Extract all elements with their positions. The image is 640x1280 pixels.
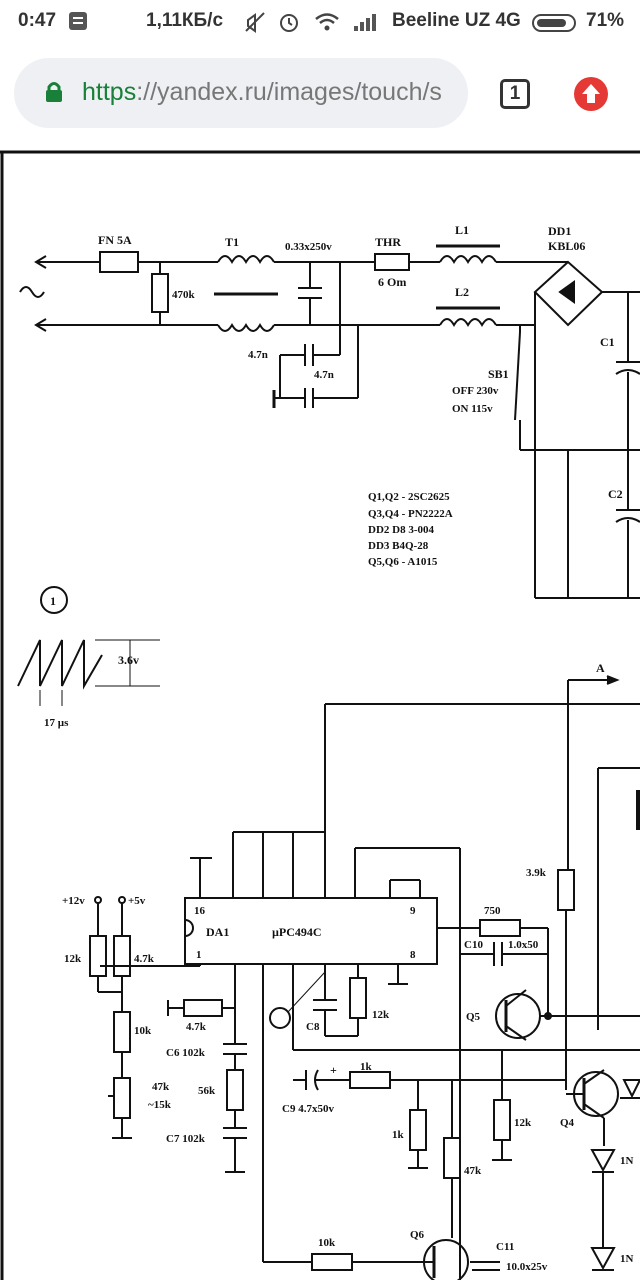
pin8: 8	[410, 949, 416, 961]
ic-label: µPC494C	[272, 925, 322, 939]
c10-value: 1.0x50	[508, 939, 539, 951]
tab-count: 1	[509, 83, 521, 104]
battery-icon	[532, 13, 580, 38]
pin9: 9	[410, 905, 416, 917]
clock: 0:47	[18, 10, 57, 31]
pin1: 1	[196, 949, 202, 961]
q4-label: Q4	[560, 1117, 575, 1129]
sb1-label: SB1	[488, 367, 509, 381]
address-bar[interactable]	[14, 58, 468, 128]
thr-label: THR	[375, 235, 401, 249]
r1k-a-label: 1k	[360, 1061, 373, 1073]
r12k-a-label: 12k	[64, 953, 82, 965]
l1-label: L1	[455, 223, 469, 237]
parts-5: Q5,Q6 - A1015	[368, 556, 438, 568]
c11-value: 10.0x25v	[506, 1261, 548, 1273]
r12k-b-label: 12k	[372, 1009, 390, 1021]
plus12-label: +12v	[62, 895, 85, 907]
sb1-off: OFF 230v	[452, 385, 499, 397]
signal-icon	[352, 11, 380, 38]
c9-label: C9 4.7x50v	[282, 1103, 334, 1115]
tabs-icon[interactable]: 1	[500, 79, 530, 109]
r10k-a-label: 10k	[134, 1025, 152, 1037]
net-speed: 1,11КБ/с	[146, 10, 224, 31]
r10k-b-label: 10k	[318, 1237, 336, 1249]
parts-2: Q3,Q4 - PN2222A	[368, 508, 453, 520]
r47k-label: 47k	[464, 1165, 482, 1177]
alarm-icon	[278, 11, 300, 38]
point-a: A	[596, 661, 605, 675]
c8-label: C8	[306, 1021, 320, 1033]
status-bar: 0:47 1,11КБ/с Beeline UZ 4G 71%	[0, 0, 640, 44]
fuse-label: FN 5A	[98, 233, 132, 247]
thr-value: 6 Om	[378, 275, 406, 289]
t1-label: T1	[225, 235, 239, 249]
diode-1n-b: 1N	[620, 1253, 634, 1265]
r470k-label: 470k	[172, 289, 196, 301]
r750-label: 750	[484, 905, 501, 917]
circuit-diagram: FN 5A T1 0.33x250v THR 6 Om L1 L2 DD1 KB…	[0, 150, 640, 1280]
r47k-pot-label: 47k	[152, 1081, 170, 1093]
q6-label: Q6	[410, 1229, 425, 1241]
c1-label: C1	[600, 335, 615, 349]
r12k-c-label: 12k	[514, 1117, 532, 1129]
da1-label: DA1	[206, 925, 229, 939]
notification-icon	[68, 11, 88, 36]
dd1-label: DD1	[548, 224, 571, 238]
r1k-b-label: 1k	[392, 1129, 405, 1141]
parts-3: DD2 D8 3-004	[368, 524, 434, 536]
dd1-part: KBL06	[548, 239, 585, 253]
c11-label: C11	[496, 1241, 514, 1253]
wave-period: 17 µs	[44, 717, 69, 729]
url-rest: ://yandex.ru/images/touch/s	[136, 78, 442, 106]
sb1-on: ON 115v	[452, 403, 493, 415]
lock-icon	[44, 80, 64, 109]
r39k-label: 3.9k	[526, 867, 547, 879]
r15k-label: ~15k	[148, 1099, 172, 1111]
q5-label: Q5	[466, 1011, 481, 1023]
c47n-a-label: 4.7n	[248, 349, 268, 361]
diode-1n-a: 1N	[620, 1155, 634, 1167]
c6-label: C6 102k	[166, 1047, 206, 1059]
mute-icon	[244, 11, 266, 38]
url-scheme: https	[82, 78, 137, 106]
pin16: 16	[194, 905, 206, 917]
carrier: Beeline UZ 4G	[392, 10, 521, 31]
marker-label: 1	[50, 594, 56, 608]
url-text[interactable]: https://yandex.ru/images/touch/s	[82, 78, 442, 107]
c7-label: C7 102k	[166, 1133, 206, 1145]
r56k-label: 56k	[198, 1085, 216, 1097]
parts-1: Q1,Q2 - 2SC2625	[368, 491, 450, 503]
update-icon[interactable]	[574, 77, 608, 111]
c10-label: C10	[464, 939, 483, 951]
c47n-b-label: 4.7n	[314, 369, 334, 381]
browser-toolbar: https://yandex.ru/images/touch/s 1	[0, 44, 640, 144]
parts-4: DD3 B4Q-28	[368, 540, 429, 552]
cap-label: 0.33x250v	[285, 241, 332, 253]
wave-amp: 3.6v	[118, 653, 139, 667]
r47k-b-label: 4.7k	[186, 1021, 207, 1033]
plus5-label: +5v	[128, 895, 146, 907]
battery-level: 71%	[586, 10, 625, 31]
wifi-icon	[314, 11, 340, 38]
c2-label: C2	[608, 487, 623, 501]
schematic-image: FN 5A T1 0.33x250v THR 6 Om L1 L2 DD1 KB…	[0, 144, 640, 1280]
l2-label: L2	[455, 285, 469, 299]
plus-sign: +	[330, 1063, 337, 1077]
r47k-a-label: 4.7k	[134, 953, 155, 965]
